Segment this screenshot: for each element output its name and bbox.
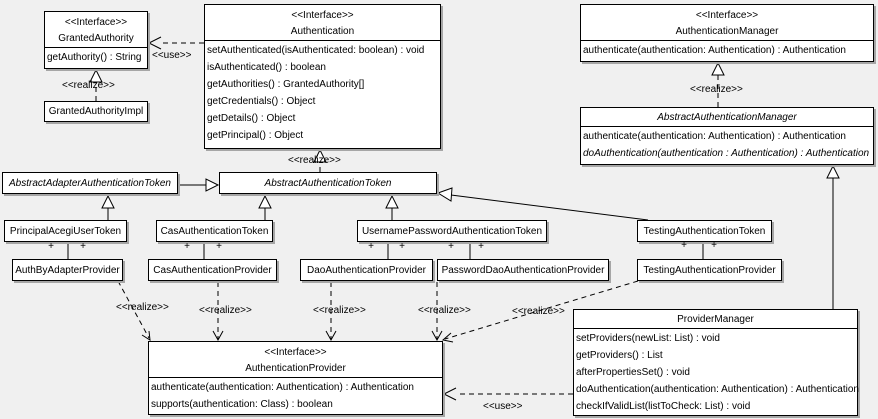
edge-abstract-token-realizes-authentication: [313, 148, 327, 172]
edge-providermanager-uses-authprovider: [442, 387, 573, 401]
method: authenticate(authentication: Authenticat…: [583, 131, 846, 142]
realize-label: <<realize>>: [512, 306, 565, 317]
edge-authentication-uses-grantedauthority: [147, 36, 204, 50]
edge-grantedauthorityimpl-realizes-grantedauthority: [89, 68, 103, 101]
method: getProviders() : List: [576, 350, 663, 361]
edge-cas-token-extends-abstract-token: [258, 194, 272, 220]
class-name: AuthenticationProvider: [245, 363, 346, 374]
edge-testingprovider-realizes-authprovider: [441, 280, 639, 343]
class-name: AbstractAuthenticationManager: [657, 112, 797, 123]
class-name: PrincipalAcegiUserToken: [9, 225, 122, 237]
method: authenticate(authentication: Authenticat…: [583, 45, 846, 56]
edge-testing-token-extends-abstract-token: [436, 187, 649, 221]
edge-principal-acegi-extends-adapter-token: [101, 194, 115, 220]
method: getDetails() : Object: [207, 113, 296, 124]
class-provider-manager: ProviderManager setProviders(newList: Li…: [573, 309, 859, 416]
class-cas-authentication-provider: CasAuthenticationProvider: [148, 259, 277, 281]
association-end-plus: +: [48, 241, 54, 252]
realize-label: <<realize>>: [62, 80, 115, 91]
method: doAuthentication(authentication: Authent…: [576, 384, 859, 395]
method: getAuthority() : String: [47, 52, 142, 63]
realize-label: <<realize>>: [313, 305, 366, 316]
class-name: AbstractAdapterAuthenticationToken: [9, 177, 171, 189]
class-dao-authentication-provider: DaoAuthenticationProvider: [300, 259, 433, 281]
method: setAuthenticated(isAuthenticated: boolea…: [207, 45, 425, 56]
realize-label: <<realize>>: [116, 302, 169, 313]
method: getAuthorities() : GrantedAuthority[]: [207, 79, 365, 90]
class-name: TestingAuthenticationToken: [643, 225, 766, 237]
method: isAuthenticated() : boolean: [207, 62, 326, 73]
class-name: CasAuthenticationProvider: [153, 264, 272, 276]
stereotype-label: <<Interface>>: [264, 347, 327, 358]
class-auth-by-adapter-provider: AuthByAdapterProvider: [12, 259, 123, 281]
class-name: PasswordDaoAuthenticationProvider: [441, 264, 605, 276]
edge-adapter-token-extends-abstract-token: [178, 178, 220, 192]
edge-passworddao-realizes-authprovider: [431, 282, 443, 342]
class-abstract-authentication-manager: AbstractAuthenticationManager authentica…: [580, 107, 874, 165]
class-name: GrantedAuthority: [58, 33, 134, 44]
method: supports(authentication: Class) : boolea…: [151, 399, 333, 410]
realize-label: <<realize>>: [288, 155, 341, 166]
class-principal-acegi-user-token: PrincipalAcegiUserToken: [4, 220, 127, 242]
realize-label: <<realize>>: [690, 84, 743, 95]
class-authentication-provider: <<Interface>> AuthenticationProvider aut…: [148, 341, 443, 415]
stereotype-label: <<Interface>>: [695, 10, 759, 21]
class-name: AbstractAuthenticationToken: [264, 177, 392, 189]
association-end-plus: +: [80, 241, 86, 252]
class-name: GrantedAuthorityImpl: [48, 106, 144, 117]
class-name: Authentication: [290, 26, 355, 37]
method: getCredentials() : Object: [207, 96, 316, 107]
stereotype-label: <<Interface>>: [64, 17, 128, 28]
method: checkIfValidList(listToCheck: List) : vo…: [576, 401, 751, 412]
edge-provider-manager-extends-abstract-manager: [826, 164, 840, 309]
association-end-plus: +: [681, 240, 687, 251]
association-end-plus: +: [368, 241, 374, 252]
method: setProviders(newList: List) : void: [576, 333, 720, 344]
class-cas-authentication-token: CasAuthenticationToken: [156, 220, 273, 242]
use-label: <<use>>: [483, 401, 523, 412]
class-testing-authentication-provider: TestingAuthenticationProvider: [637, 259, 782, 281]
realize-label: <<realize>>: [199, 305, 252, 316]
stereotype-label: <<Interface>>: [291, 10, 354, 21]
edge-abstract-manager-realizes-authentication-manager: [711, 61, 725, 107]
class-authentication-manager: <<Interface>> AuthenticationManager auth…: [580, 4, 874, 62]
method: authenticate(authentication: Authenticat…: [151, 382, 414, 393]
edge-authbyadapter-realizes-authprovider: [117, 280, 151, 341]
association-end-plus: +: [448, 241, 454, 252]
class-name: ProviderManager: [677, 314, 754, 325]
class-username-password-authentication-token: UsernamePasswordAuthenticationToken: [357, 220, 547, 242]
association-end-plus: +: [478, 241, 484, 252]
association-end-plus: +: [184, 241, 190, 252]
association-end-plus: +: [399, 241, 405, 252]
class-name: DaoAuthenticationProvider: [307, 264, 426, 276]
class-name: AuthByAdapterProvider: [15, 264, 120, 276]
class-granted-authority-impl: GrantedAuthorityImpl: [44, 101, 148, 122]
class-authentication: <<Interface>> Authentication setAuthenti…: [204, 4, 441, 149]
association-end-plus: +: [216, 241, 222, 252]
edge-casprovider-realizes-authprovider: [212, 282, 224, 342]
class-abstract-adapter-authentication-token: AbstractAdapterAuthenticationToken: [2, 172, 178, 194]
class-name: CasAuthenticationToken: [160, 225, 269, 237]
method: afterPropertiesSet() : void: [576, 367, 690, 378]
class-password-dao-authentication-provider: PasswordDaoAuthenticationProvider: [437, 259, 609, 281]
class-name: UsernamePasswordAuthenticationToken: [361, 225, 543, 237]
class-name: AuthenticationManager: [675, 26, 779, 37]
realize-label: <<realize>>: [418, 305, 471, 316]
class-name: TestingAuthenticationProvider: [643, 264, 776, 276]
edge-daoprovider-realizes-authprovider: [325, 282, 337, 342]
class-granted-authority: <<Interface>> GrantedAuthority getAuthor…: [44, 11, 148, 69]
method: getPrincipal() : Object: [207, 130, 304, 141]
class-abstract-authentication-token: AbstractAuthenticationToken: [219, 172, 437, 194]
method-abstract: doAuthentication(authentication : Authen…: [583, 148, 870, 159]
use-label: <<use>>: [152, 50, 192, 61]
association-end-plus: +: [711, 240, 717, 251]
edge-username-token-extends-abstract-token: [385, 194, 399, 220]
class-testing-authentication-token: TestingAuthenticationToken: [637, 220, 772, 242]
